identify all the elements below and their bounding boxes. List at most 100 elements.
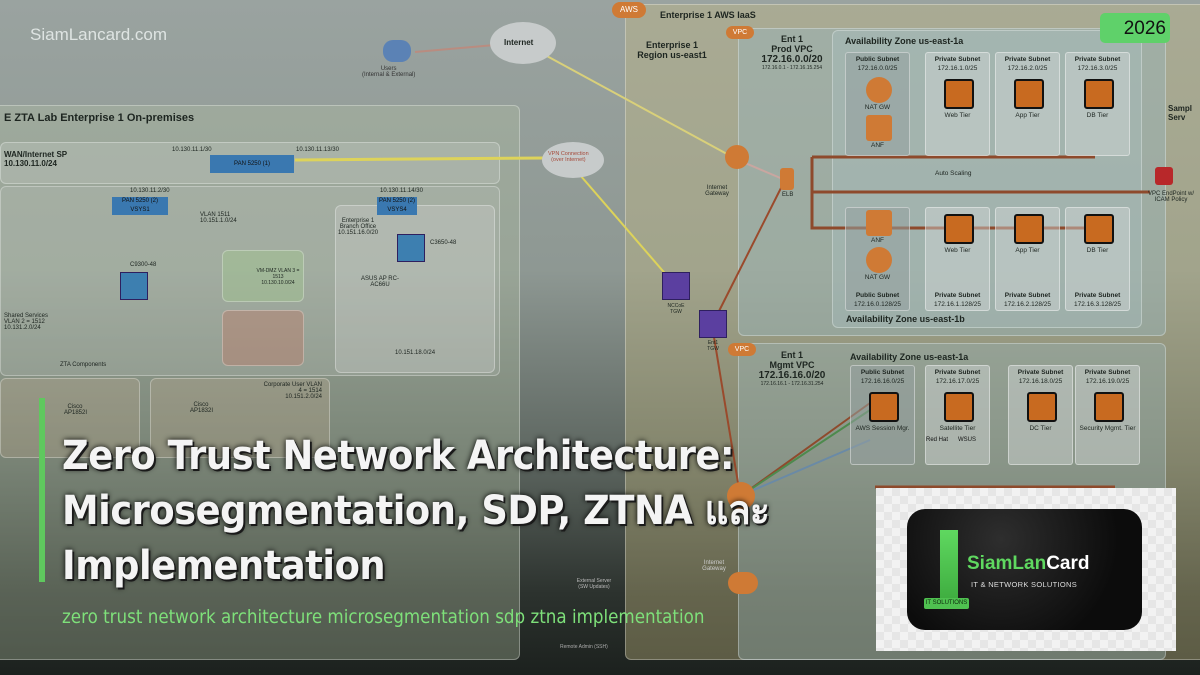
dmz-zone (222, 250, 304, 302)
branch-switch-icon (397, 234, 425, 262)
nat-gateway-icon (865, 247, 892, 273)
subnet-cidr: 172.16.19.0/25 (1085, 378, 1130, 385)
internet-label: Internet (504, 38, 534, 47)
auto-scaling-label: Auto Scaling (935, 170, 972, 177)
subnet-name: Public Subnet (855, 56, 900, 63)
internet-cloud-icon (490, 22, 556, 64)
router-icon (727, 482, 755, 510)
nccoe-tgw-icon (662, 272, 690, 300)
vpc-line: Mgmt VPC (769, 360, 815, 370)
ip-label: 10.130.11.2/30 (130, 188, 170, 194)
remote-label: Remote Admin (SSH) (560, 644, 608, 650)
aws-title: Enterprise 1 AWS IaaS (660, 10, 756, 20)
ip-label: 10.130.11.14/30 (380, 188, 423, 194)
vpc-line: 172.16.0.0/20 (761, 54, 823, 65)
tier-label: Satellite Tier (939, 425, 976, 432)
subnet-name: Private Subnet (934, 292, 981, 299)
nat-label: NAT GW (864, 274, 891, 281)
corp-label: Corporate User VLAN 4 = 1514 10.151.2.0/… (263, 382, 322, 400)
year-badge: 2026 (1100, 13, 1170, 43)
vlan-label: VLAN 1511 10.151.1.0/24 (200, 212, 237, 224)
mgmt-vpc-label: Ent 1 Mgmt VPC 172.16.16.0/20 172.16.16.… (756, 350, 828, 387)
logo-panel: IT SOLUTIONS SiamLanCard IT & NETWORK SO… (876, 488, 1176, 651)
az-label: Availability Zone us-east-1a (850, 352, 969, 362)
az-label: Availability Zone us-east-1b (846, 314, 965, 324)
igw-label: Internet Gateway (702, 560, 726, 572)
subnet-cidr: 172.16.18.0/25 (1018, 378, 1063, 385)
nat-gateway-icon (865, 77, 892, 103)
subnet-name: Private Subnet (1074, 292, 1121, 299)
instances-icon (1093, 392, 1124, 422)
prod-vpc-label: Ent 1 Prod VPC 172.16.0.0/20 172.16.0.1 … (756, 34, 828, 71)
instances-icon (943, 214, 974, 244)
ap-label: Cisco AP1832I (190, 402, 214, 414)
subnet-name: Private Subnet (934, 56, 981, 63)
pan-firewall: PAN 5250 (2) VSYS1 (112, 197, 168, 215)
ip-label: 10.130.11.1/30 (172, 147, 212, 153)
instances-icon (1013, 79, 1044, 109)
article-title-line: Microsegmentation, SDP, ZTNA และ (62, 488, 770, 534)
logo-green-bar (940, 530, 958, 608)
corp-zone (150, 378, 330, 458)
wan-net: 10.130.11.0/24 (4, 159, 57, 168)
logo-name-green: SiamLan (967, 553, 1047, 574)
shared-services-label: Shared Services VLAN 2 = 1512 10.131.2.0… (4, 313, 49, 331)
title-accent-bar (39, 398, 45, 582)
instances-icon (1083, 79, 1114, 109)
campus-zone (0, 186, 500, 376)
mgmt-link-2 (741, 439, 871, 496)
logo-badge: IT SOLUTIONS (924, 598, 969, 609)
internet-gateway-icon (728, 572, 758, 594)
subnet-cidr: 172.16.3.128/25 (1074, 301, 1121, 308)
private-subnet: Private Subnet 172.16.1.128/25 Web Tier (925, 207, 990, 311)
vpc-line: 172.16.16.1 - 172.16.31.254 (760, 381, 824, 387)
subnet-cidr: 172.16.3.0/25 (1077, 65, 1118, 72)
tier-label: Web Tier (944, 247, 971, 254)
ap-label: ASUS AP RC-AC66U (361, 276, 399, 288)
article-title-line: Implementation (62, 543, 386, 589)
subnet-name: Private Subnet (934, 369, 981, 376)
subnet-cidr: 172.16.2.128/25 (1004, 301, 1051, 308)
tier-label: DB Tier (1086, 112, 1109, 119)
private-subnet: Private Subnet 172.16.3.128/25 DB Tier (1065, 207, 1130, 311)
igw-label: Internet Gateway (705, 185, 729, 197)
subnet-cidr: 172.16.1.128/25 (934, 301, 981, 308)
vpc-badge: VPC (726, 26, 754, 39)
sample-label: Sampl Serv (1168, 104, 1193, 122)
pan-firewall: PAN 5250 (1) (210, 155, 294, 173)
instances-icon (1083, 214, 1114, 244)
vpc-line: 172.16.0.1 - 172.16.15.254 (761, 65, 823, 71)
vpn-cloud-icon (542, 142, 604, 178)
branch-label: Enterprise 1 Branch Office 10.151.16.0/2… (338, 218, 379, 236)
tier-label: Security Mgmt. Tier (1079, 425, 1136, 432)
az-label: Availability Zone us-east-1a (845, 36, 964, 46)
pan-firewall: PAN 5250 (2) VSYS4 (377, 197, 417, 215)
ip-label: 10.130.11.13/30 (296, 147, 339, 153)
instances-icon (943, 79, 974, 109)
users-sub: (Internal & External) (362, 72, 416, 78)
nat-label: NAT GW (864, 104, 891, 111)
subnet-cidr: 172.16.2.0/25 (1007, 65, 1048, 72)
subnet-cidr: 172.16.16.0/25 (860, 378, 905, 385)
aws-badge: AWS (612, 2, 646, 18)
subnet-name: Private Subnet (1004, 56, 1051, 63)
instances-icon (868, 392, 899, 422)
tier-label: App Tier (1015, 247, 1040, 254)
logo-card: IT SOLUTIONS SiamLanCard IT & NETWORK SO… (907, 509, 1142, 630)
instances-icon (1026, 392, 1057, 422)
redhat-label: Red Hat (926, 437, 949, 443)
instances-icon (1013, 214, 1044, 244)
firewall-icon (865, 210, 892, 236)
tgw-router-link (711, 324, 741, 496)
tier-label: DB Tier (1086, 247, 1109, 254)
tgw-label: Ent1 TGW (707, 340, 719, 352)
tier-label: App Tier (1015, 112, 1040, 119)
prod-bus (810, 155, 1150, 230)
